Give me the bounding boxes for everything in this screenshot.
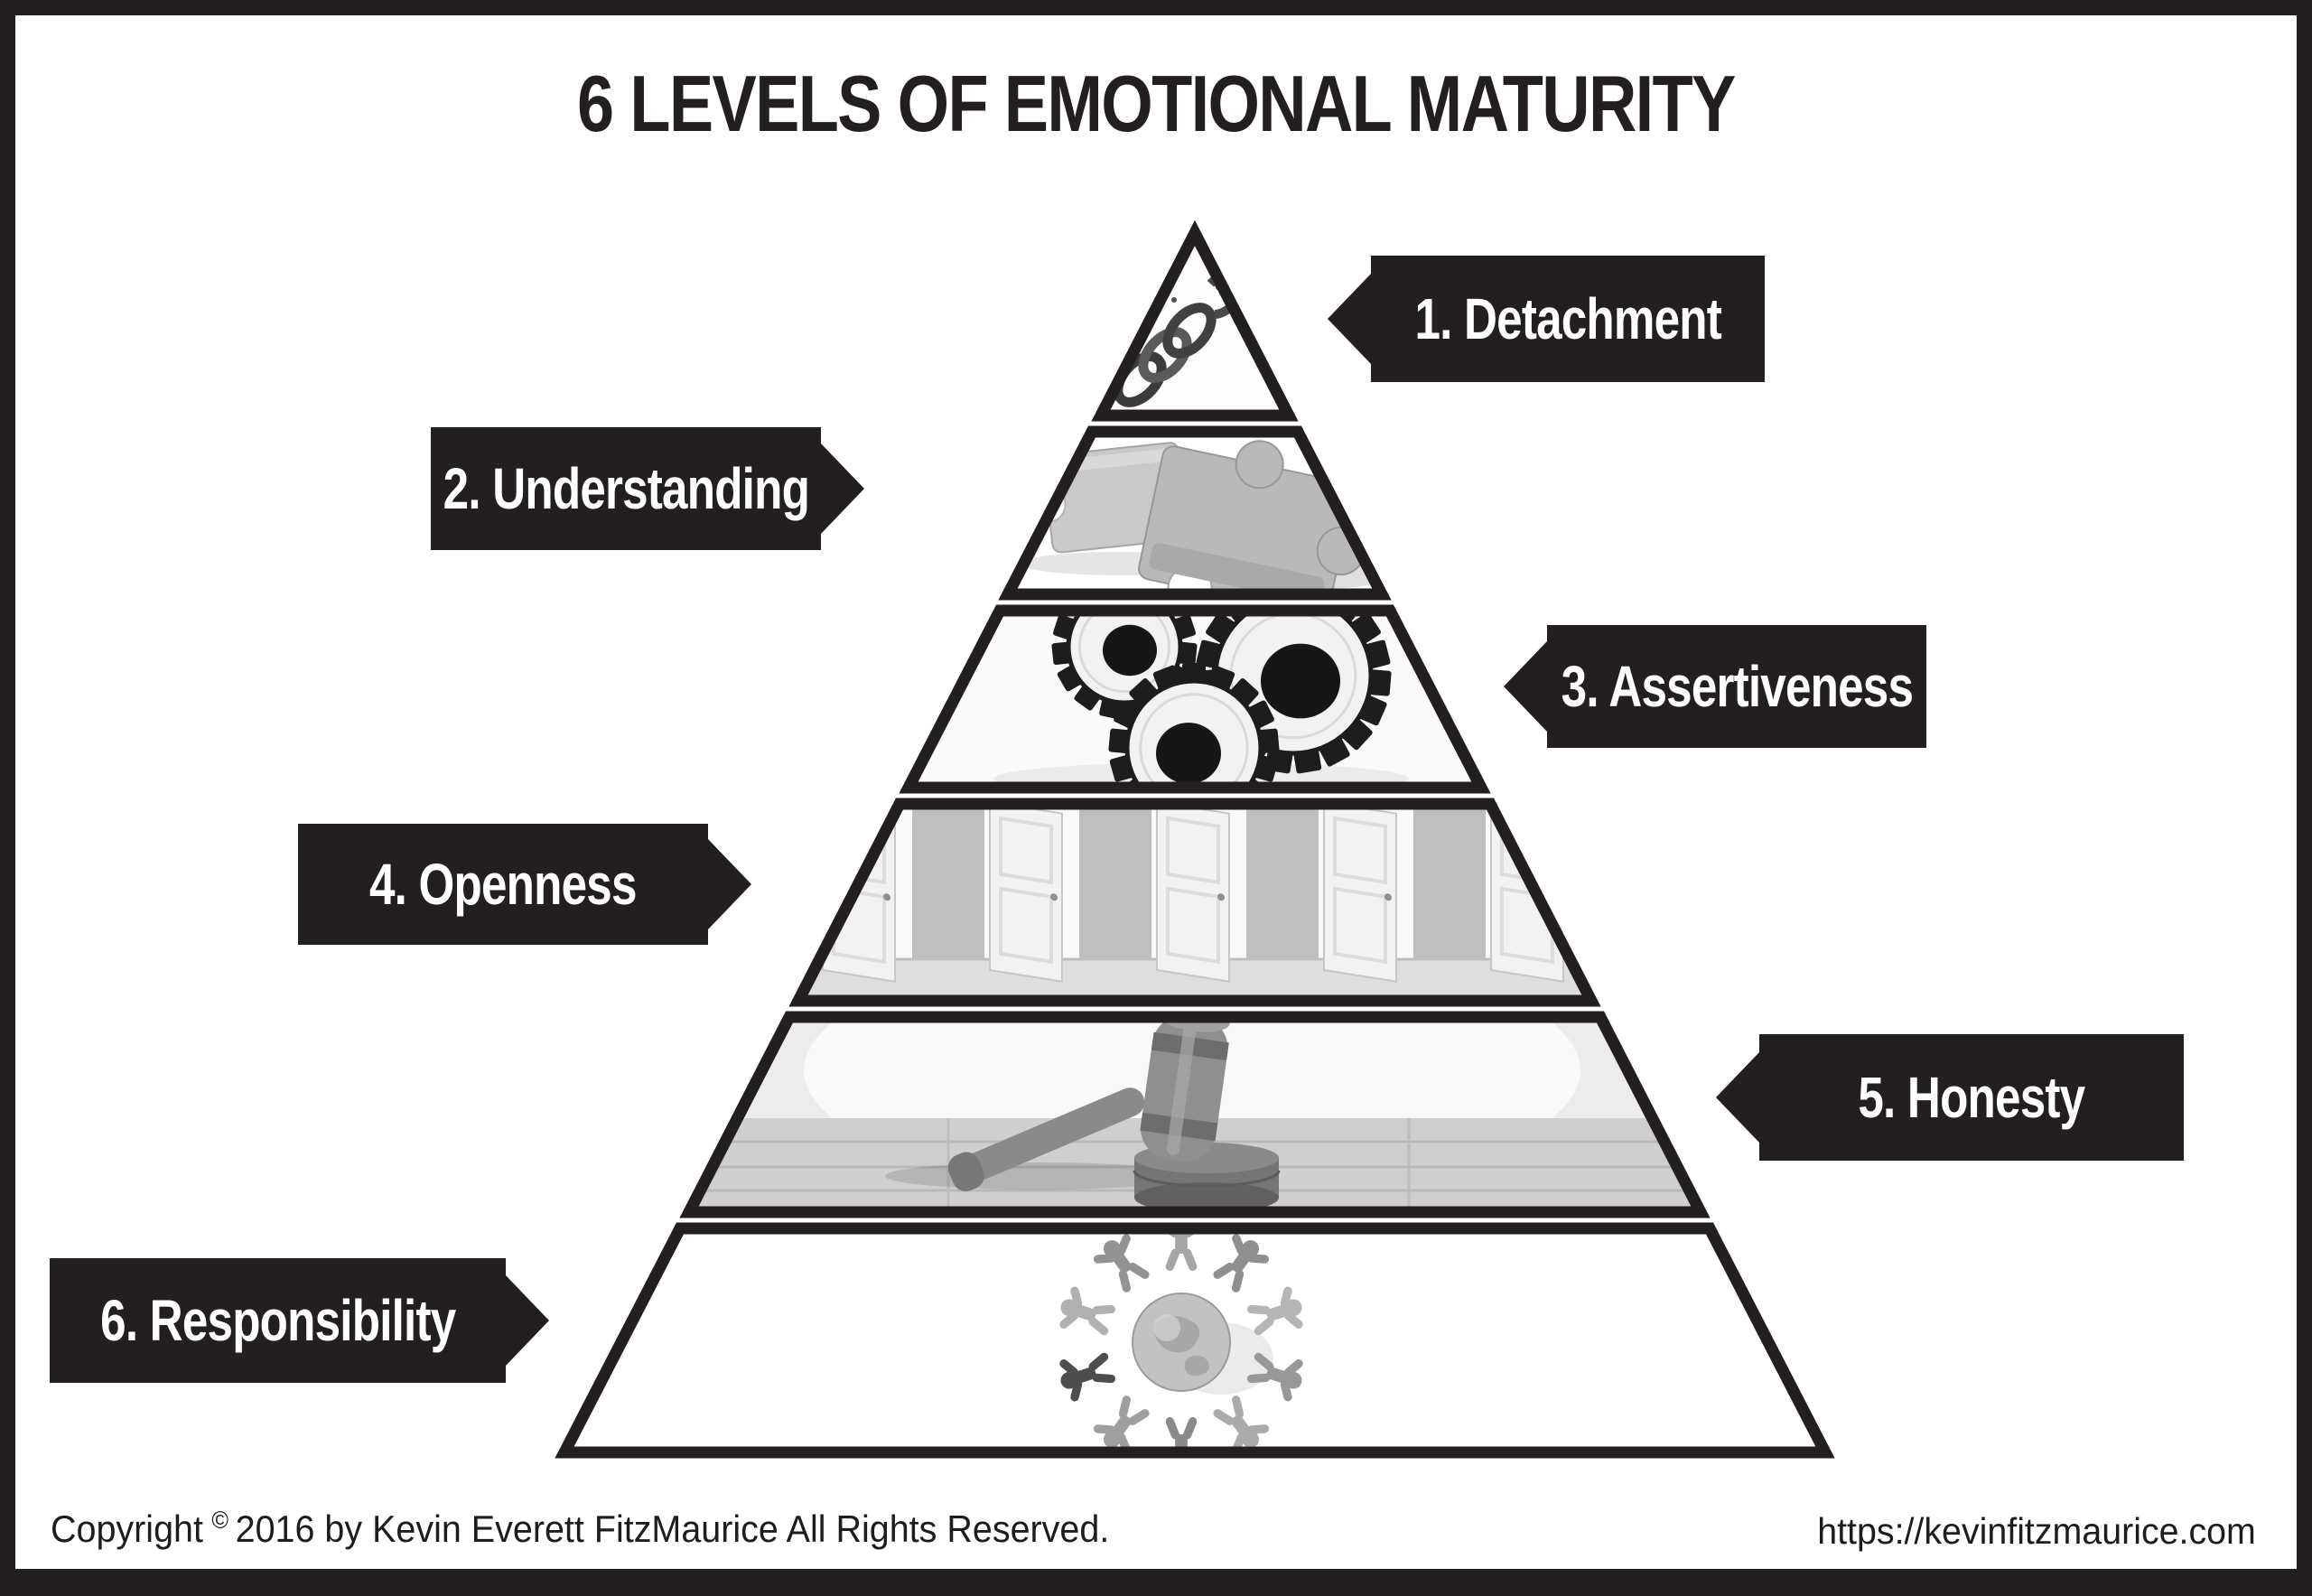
- level-5-label-text: 5. Honesty: [1858, 1065, 2086, 1130]
- copyright-notice: Copyright ©2016 by Kevin Everett FitzMaur…: [51, 1507, 1109, 1551]
- level-1-label: 1. Detachment: [1328, 256, 1765, 382]
- level-1-label-text: 1. Detachment: [1414, 286, 1721, 351]
- level-2-label: 2. Understanding: [431, 427, 864, 550]
- level-3-label-text: 3. Assertiveness: [1561, 654, 1913, 719]
- open-doors-image: [798, 804, 1591, 1001]
- level-6-label-text: 6. Responsibility: [99, 1288, 456, 1353]
- label-arrow-left-icon: [1504, 641, 1547, 732]
- label-arrow-right-icon: [506, 1275, 549, 1366]
- tier-1-detachment: [1091, 219, 1299, 422]
- page-title-text: 6 LEVELS OF EMOTIONAL MATURITY: [577, 59, 1736, 148]
- tier-3-assertiveness: [899, 604, 1491, 794]
- tier-4-openness: [788, 798, 1601, 1007]
- label-arrow-right-icon: [821, 443, 864, 534]
- figures-circle-globe-image: [1053, 1228, 1310, 1452]
- tier-6-responsibility: [555, 1222, 1835, 1459]
- level-2-label-text: 2. Understanding: [443, 456, 809, 521]
- copyright-prefix: Copyright: [51, 1507, 203, 1550]
- tier-5-honesty: [679, 1011, 1711, 1218]
- label-arrow-left-icon: [1328, 274, 1371, 364]
- level-5-label: 5. Honesty: [1716, 1034, 2184, 1161]
- level-3-label: 3. Assertiveness: [1504, 625, 1926, 748]
- page-title: 6 LEVELS OF EMOTIONAL MATURITY: [0, 58, 2312, 150]
- label-arrow-left-icon: [1716, 1052, 1759, 1143]
- copyright-text: 2016 by Kevin Everett FitzMaurice All Ri…: [235, 1507, 1110, 1550]
- level-6-label: 6. Responsibility: [50, 1258, 549, 1383]
- label-arrow-right-icon: [708, 839, 751, 929]
- tier-2-understanding: [998, 425, 1392, 601]
- level-4-label-text: 4. Openness: [369, 852, 637, 917]
- level-4-label: 4. Openness: [298, 824, 751, 945]
- puzzle-pieces-image: [1021, 440, 1382, 594]
- website-url: https://kevinfitzmaurice.com: [1817, 1510, 2256, 1552]
- gavel-image: [689, 1017, 1701, 1212]
- copyright-symbol: ©: [211, 1507, 229, 1534]
